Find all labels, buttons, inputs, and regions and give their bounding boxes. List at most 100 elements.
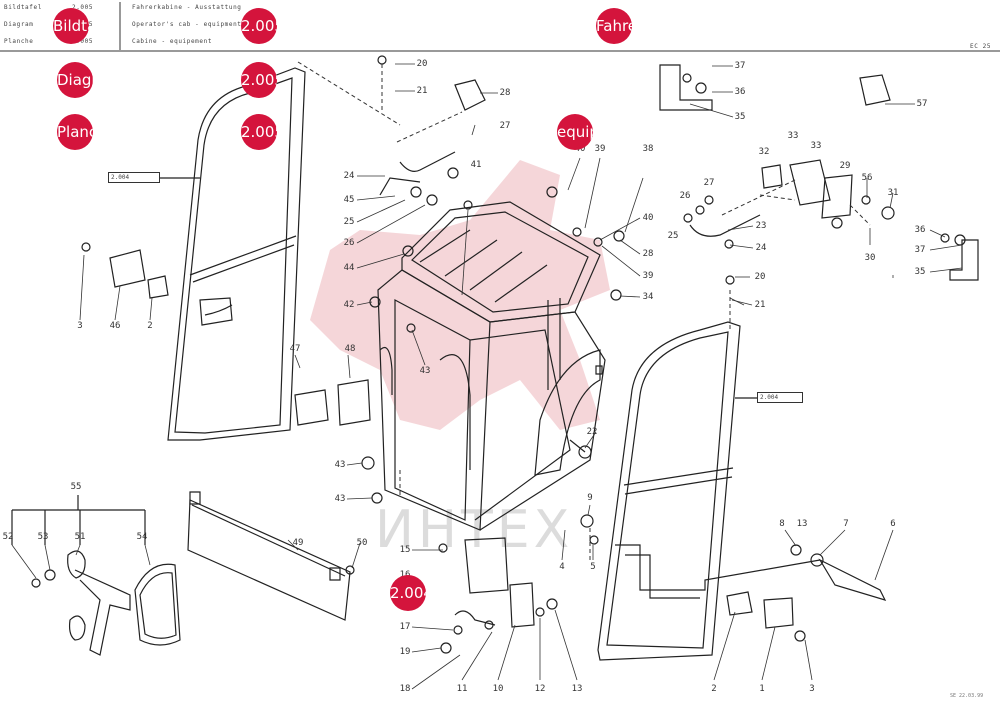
callout-2-a: 2: [147, 321, 153, 331]
callout-3-b: 3: [809, 684, 815, 694]
callout-31: 31: [887, 188, 899, 198]
callout-42: 42: [343, 300, 355, 310]
callout-28-b: 28: [642, 249, 654, 259]
callout-26: 26: [343, 238, 355, 248]
callout-48: 48: [344, 344, 356, 354]
callout-13-a: 13: [571, 684, 583, 694]
hotspot-2005-a[interactable]: 2.005: [241, 8, 277, 44]
callout-23: 23: [755, 221, 767, 231]
callout-41: 41: [470, 160, 482, 170]
callout-46: 46: [109, 321, 121, 331]
callout-8: 8: [779, 519, 785, 529]
callout-55: 55: [70, 482, 82, 492]
callout-37-b: 37: [914, 245, 926, 255]
callout-38: 38: [642, 144, 654, 154]
header-label-3: Planche: [4, 38, 34, 45]
callout-21: 21: [416, 86, 428, 96]
sunshade: [188, 500, 350, 620]
cab-frame: [378, 270, 490, 530]
callout-57: 57: [916, 99, 928, 109]
callout-28: 28: [499, 88, 511, 98]
callout-33-a: 33: [787, 131, 799, 141]
watermark: ИНТЕХ: [375, 500, 574, 560]
hotspot-planche[interactable]: Planche: [57, 114, 93, 150]
callout-24-b: 24: [755, 243, 767, 253]
callout-43-c: 43: [334, 494, 346, 504]
model-label: EC 25: [970, 43, 992, 50]
callout-30: 30: [864, 253, 876, 263]
callout-15: 15: [399, 545, 411, 555]
callout-20: 20: [416, 59, 428, 69]
callout-20-b: 20: [754, 272, 766, 282]
callout-34: 34: [642, 292, 654, 302]
callout-54: 54: [136, 532, 148, 542]
callout-29: 29: [839, 161, 851, 171]
callout-13-b: 13: [796, 519, 808, 529]
callout-11: 11: [456, 684, 468, 694]
callout-6: 6: [890, 519, 896, 529]
hotspot-2005-c[interactable]: 2.005: [241, 114, 277, 150]
callout-25: 25: [343, 217, 355, 227]
callout-40-b: 40: [642, 213, 654, 223]
header-title-de: Fahrerkabine - Ausstattung: [132, 4, 242, 11]
callout-36: 36: [734, 87, 746, 97]
callout-24: 24: [343, 171, 355, 181]
callout-50: 50: [356, 538, 368, 548]
callout-25-b: 25: [667, 231, 679, 241]
callout-12: 12: [534, 684, 546, 694]
callout-33-b: 33: [810, 141, 822, 151]
callout-21-b: 21: [754, 300, 766, 310]
header-label-1: Bildtafel: [4, 4, 42, 11]
background-logo: [310, 160, 610, 430]
callout-26-b: 26: [679, 191, 691, 201]
callout-3-a: 3: [77, 321, 83, 331]
callout-19: 19: [399, 647, 411, 657]
callout-44: 44: [343, 263, 355, 273]
callout-32: 32: [758, 147, 770, 157]
right-door-frame: [598, 322, 740, 660]
hotspot-2005-b[interactable]: 2.005: [241, 62, 277, 98]
header-code-1: 2.005: [72, 4, 94, 11]
callout-7: 7: [843, 519, 849, 529]
callout-39-a: 39: [594, 144, 606, 154]
hotspot-cab-title[interactable]: Fahrerkabine - Ausstattung: [596, 8, 632, 44]
callout-2-b: 2: [711, 684, 717, 694]
callout-51: 51: [74, 532, 86, 542]
mirror: [135, 564, 180, 645]
header-label-2: Diagram: [4, 21, 34, 28]
callout-17: 17: [399, 622, 411, 632]
callout-43-a: 43: [419, 366, 431, 376]
footer-date: SE 22.03.99: [950, 693, 984, 699]
callout-45: 45: [343, 195, 355, 205]
callout-4: 4: [559, 562, 565, 572]
callout-36-b: 36: [914, 225, 926, 235]
callout-47: 47: [289, 344, 301, 354]
callout-27: 27: [499, 121, 511, 131]
right-door-ref-box: 2.004: [757, 392, 803, 403]
hotspot-equipment[interactable]: equipment: [557, 114, 593, 150]
callout-37: 37: [734, 61, 746, 71]
callout-35-b: 35: [914, 267, 926, 277]
callout-53: 53: [37, 532, 49, 542]
callout-22: 22: [586, 427, 598, 437]
hotspot-diagram[interactable]: Diagram: [57, 62, 93, 98]
callout-43-b: 43: [334, 460, 346, 470]
callout-5: 5: [590, 562, 596, 572]
callout-10: 10: [492, 684, 504, 694]
hotspot-2004[interactable]: 2.004: [390, 575, 426, 611]
header-title-fr: Cabine - equipement: [132, 38, 213, 45]
header-code-3: 2.005: [72, 38, 94, 45]
callout-56: 56: [861, 173, 873, 183]
callout-52: 52: [2, 532, 14, 542]
callout-27-b: 27: [703, 178, 715, 188]
callout-9: 9: [587, 493, 593, 503]
header-title-en: Operator's cab - equipment: [132, 21, 242, 28]
callout-35: 35: [734, 112, 746, 122]
callout-18: 18: [399, 684, 411, 694]
callout-39-b: 39: [642, 271, 654, 281]
callout-1: 1: [759, 684, 765, 694]
hotspot-bildtafel[interactable]: Bildtafel: [53, 8, 89, 44]
left-door-ref-box: 2.004: [108, 172, 160, 183]
callout-49: 49: [292, 538, 304, 548]
